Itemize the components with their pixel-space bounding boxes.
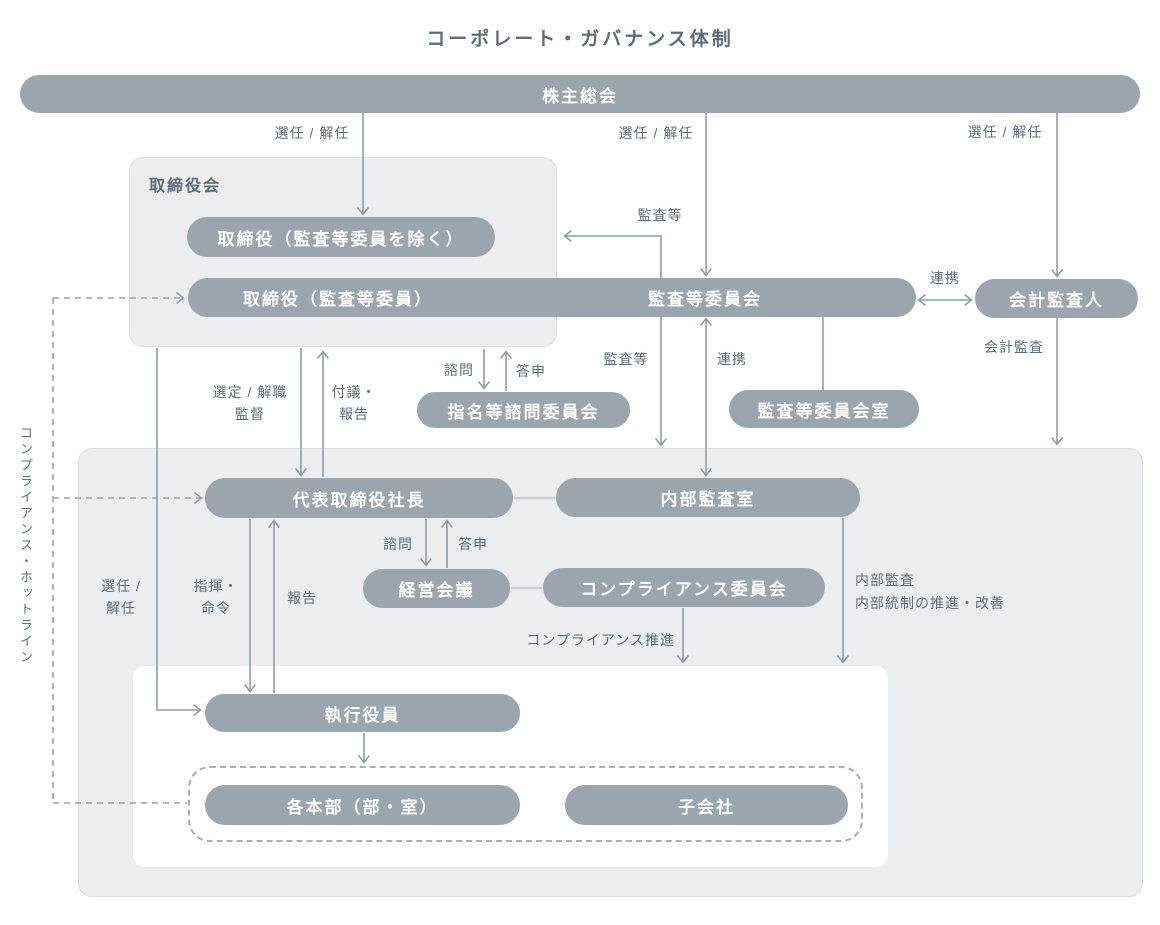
node-shareholders-meeting: 株主総会: [20, 75, 1140, 113]
node-audit-committee-office: 監査等委員会室: [729, 390, 919, 428]
label-submission-report: 付議・ 報告: [304, 381, 404, 425]
label-report-back-management: 答申: [458, 536, 488, 552]
node-subsidiaries: 子会社: [565, 785, 848, 825]
label-internal-control: 内部統制の推進・改善: [855, 595, 1005, 611]
label-audit-etc-board: 監査等: [637, 207, 683, 223]
node-accounting-auditor: 会計監査人: [975, 279, 1138, 318]
label-direct: 指揮・: [193, 578, 239, 594]
label-internal-audit: 内部監査: [855, 572, 915, 588]
page-title: コーポレート・ガバナンス体制: [426, 29, 734, 50]
label-consultation-management: 諮問: [383, 536, 413, 552]
node-audit-supervisory-committee: 監査等委員会: [648, 290, 762, 309]
node-directors-audit-members: 取締役（監査等委員）: [243, 290, 433, 309]
node-directors-excluding-audit-members: 取締役（監査等委員を除く）: [187, 217, 495, 257]
label-accounting-audit: 会計監査: [984, 339, 1044, 355]
label-supervise: 監督: [235, 406, 265, 422]
node-nomination-advisory-committee: 指名等諮問委員会: [417, 392, 630, 428]
label-compliance-hotline: コンプライアンス・ホットライン: [18, 426, 33, 666]
label-consultation-nomination: 諮問: [444, 362, 474, 378]
label-select-dismiss-supervise: 選定 / 解職 監督: [175, 381, 325, 425]
hotline-target-dashed-box: [188, 766, 863, 842]
label-appoint: 選任 /: [101, 578, 141, 594]
node-president: 代表取締役社長: [205, 478, 513, 518]
label-audit-etc-execution: 監査等: [603, 351, 649, 367]
label-report-back-nomination: 答申: [516, 363, 546, 379]
label-appoint-dismiss-executives: 選任 / 解任: [71, 575, 171, 619]
node-compliance-committee: コンプライアンス委員会: [543, 568, 825, 607]
label-select-dismiss: 選定 / 解職: [212, 384, 288, 400]
label-submission: 付議・: [331, 384, 377, 400]
label-command: 命令: [201, 600, 231, 616]
label-appoint-dismiss-audit-committee: 選任 / 解任: [618, 125, 694, 141]
label-report-executives: 報告: [287, 590, 317, 606]
node-executive-officers: 執行役員: [205, 694, 520, 732]
board-of-directors-box-label: 取締役会: [149, 178, 222, 195]
node-audit-members-and-committee-bar: 取締役（監査等委員） 監査等委員会: [188, 278, 916, 317]
node-internal-audit-office: 内部監査室: [556, 478, 860, 517]
label-appoint-dismiss-auditor: 選任 / 解任: [967, 124, 1043, 140]
label-direct-command: 指揮・ 命令: [166, 575, 266, 619]
label-cooperation-internal-audit: 連携: [717, 351, 747, 367]
node-divisions: 各本部（部・室）: [205, 785, 520, 825]
label-cooperation-auditor: 連携: [930, 270, 960, 286]
label-compliance-promotion: コンプライアンス推進: [526, 632, 675, 648]
label-submission-report-line2: 報告: [339, 406, 369, 422]
label-appoint-dismiss-directors: 選任 / 解任: [274, 125, 350, 141]
label-dismiss: 解任: [106, 600, 136, 616]
label-internal-audit-control: 内部監査 内部統制の推進・改善: [855, 569, 1085, 615]
node-management-meeting: 経営会議: [363, 569, 510, 608]
